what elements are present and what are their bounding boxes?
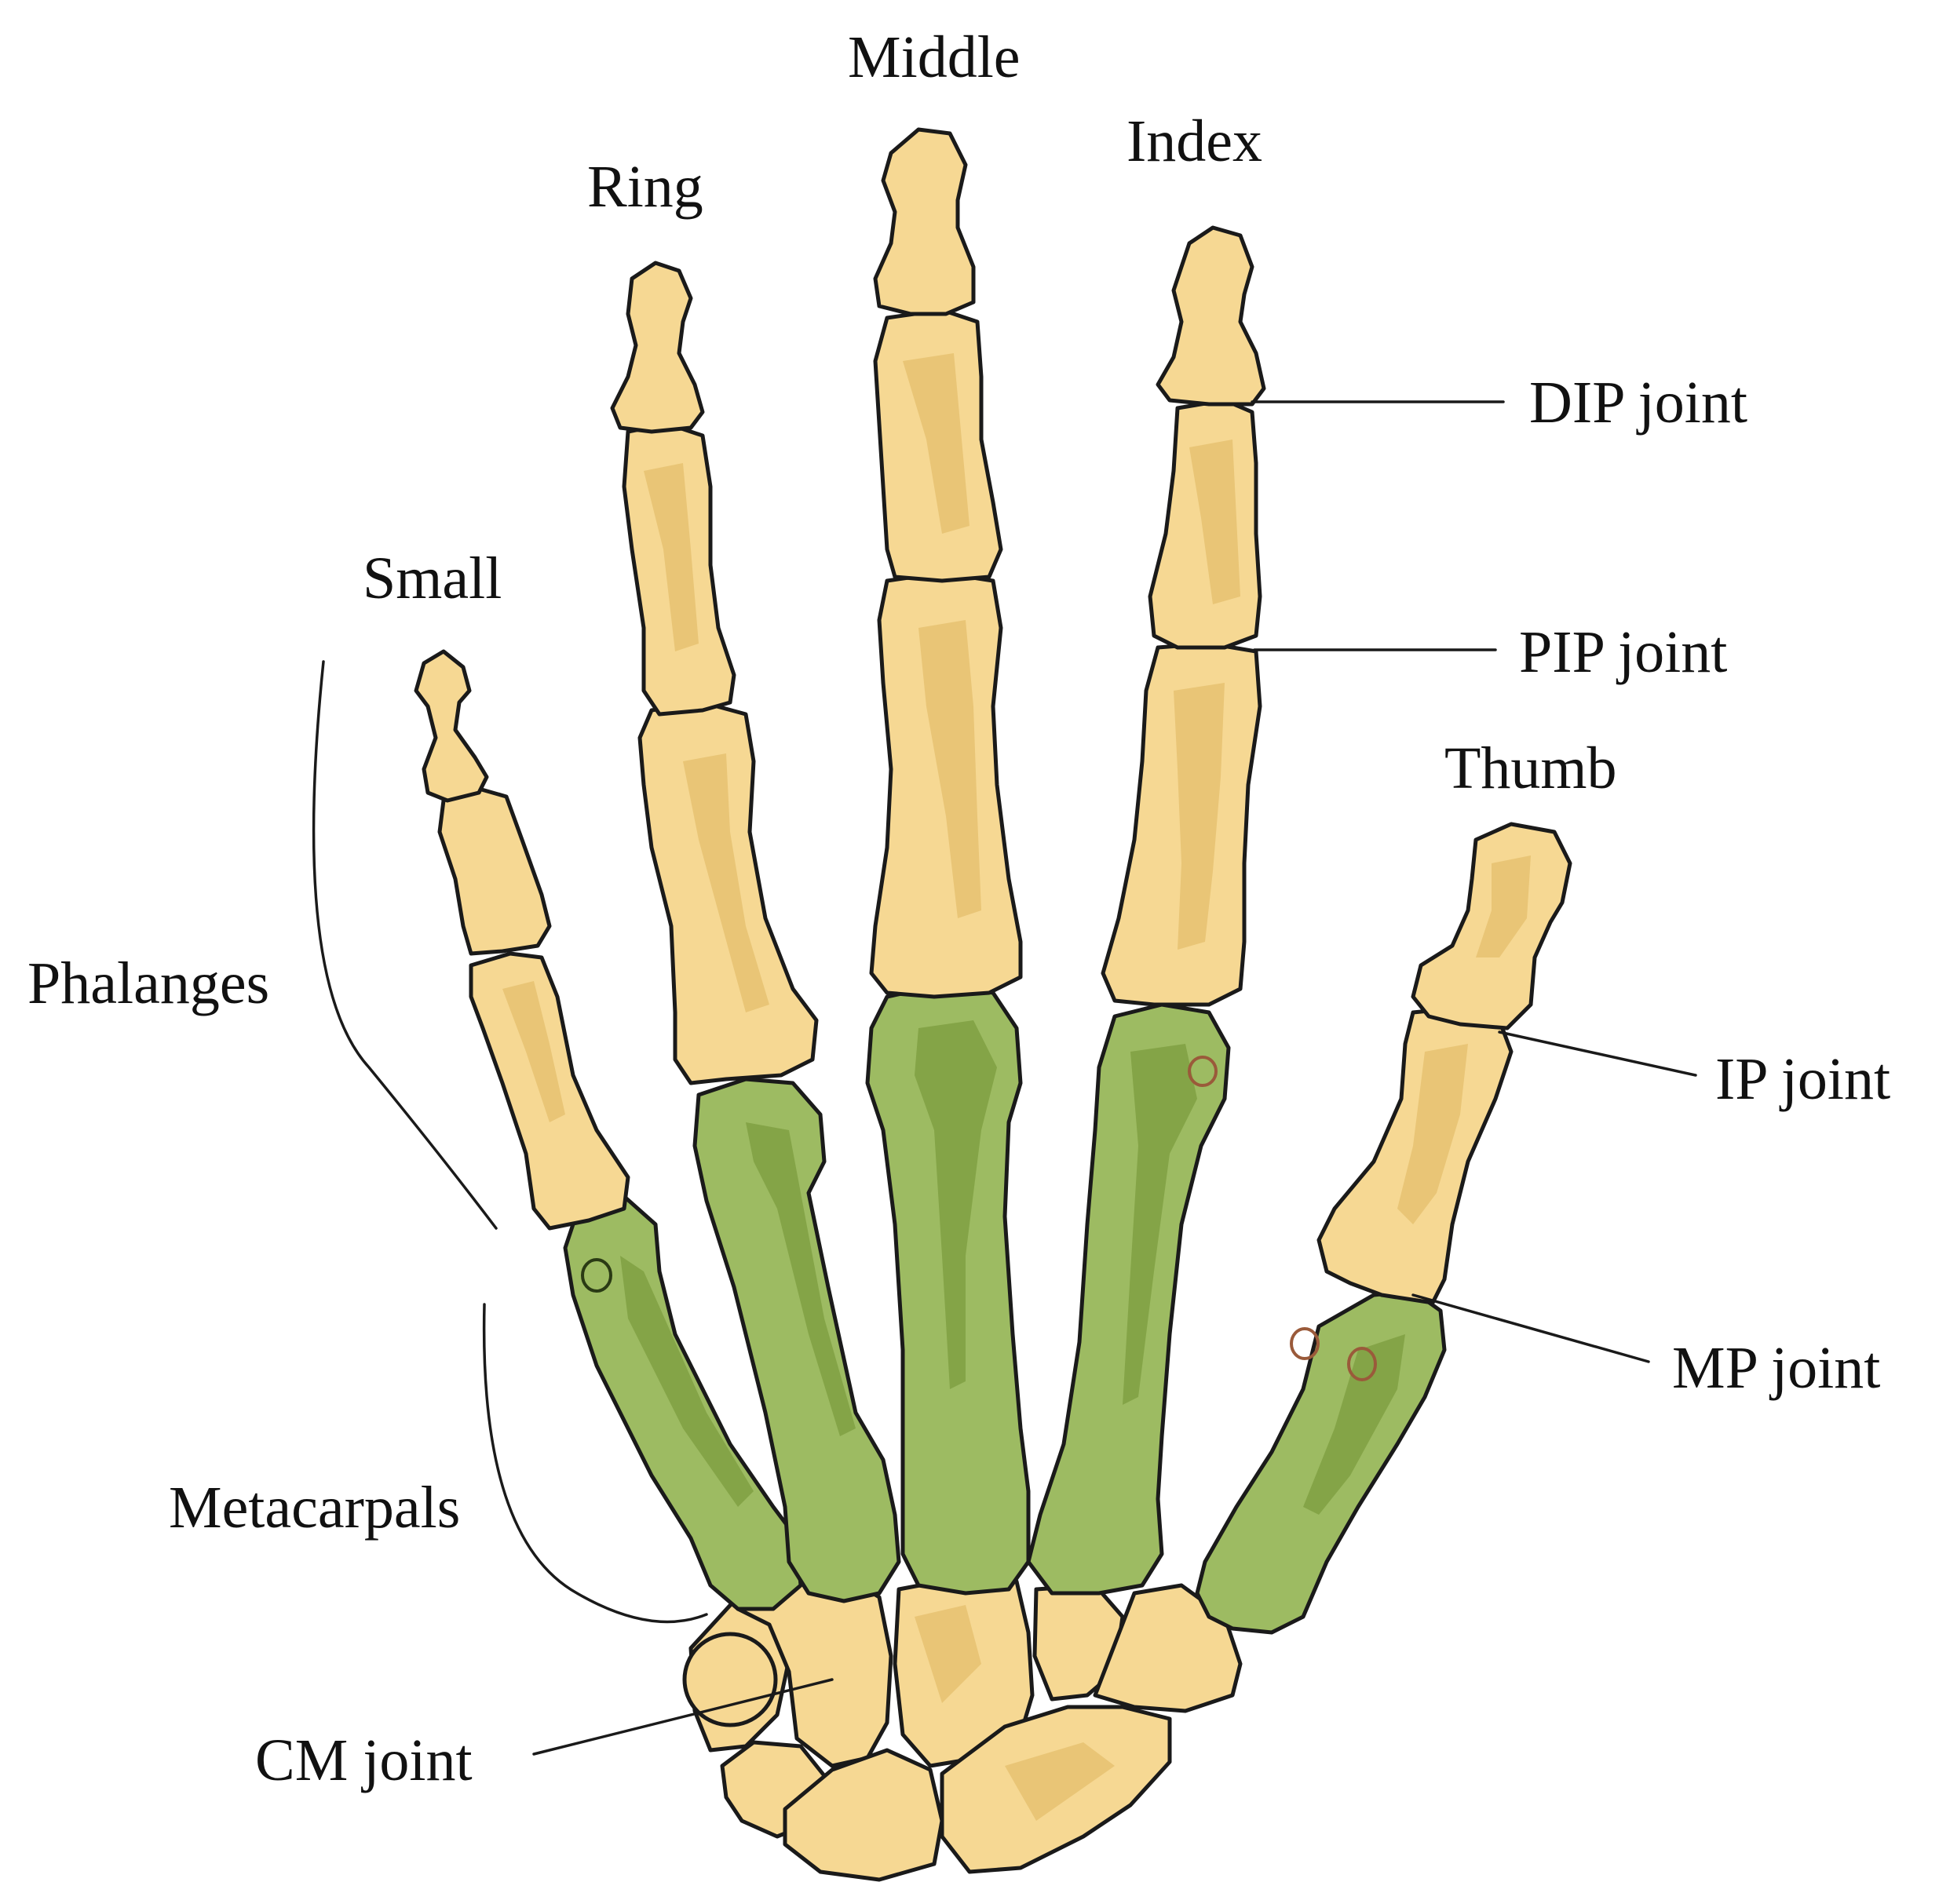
mp-joint-leader [1411,1293,1650,1363]
metacarpal-index-foramen [1188,1056,1218,1087]
label-small: Small [363,545,502,611]
metacarpal-bones [563,983,1447,1635]
label-dip-joint: DIP joint [1529,370,1747,436]
label-index: Index [1127,108,1262,174]
metacarpal-ring [692,1077,901,1603]
metacarpal-thumb-foramen-2 [1347,1347,1377,1381]
label-ring: Ring [587,154,703,220]
phalanges-small [414,649,630,1231]
leader-lines [312,400,1697,1756]
metacarpal-index [1026,1002,1231,1596]
metacarpals-bracket [482,1303,708,1624]
carpal-lunate [783,1748,944,1882]
label-pip-joint: PIP joint [1519,619,1727,685]
metacarpal-small-foramen [581,1258,612,1293]
label-cm-joint: CM joint [255,1727,473,1793]
middle-distal-phalanx [873,127,976,316]
label-metacarpals: Metacarpals [169,1475,460,1541]
metacarpal-thumb [1195,1289,1447,1635]
phalanges-middle [869,127,1023,999]
phalanges-index [1101,225,1266,1007]
label-middle: Middle [848,24,1021,90]
label-thumb: Thumb [1444,735,1617,801]
index-distal-phalanx [1156,225,1266,407]
label-mp-joint: MP joint [1672,1335,1880,1401]
ip-joint-leader [1498,1030,1697,1077]
label-phalanges: Phalanges [27,950,269,1016]
ring-distal-phalanx [610,261,705,434]
phalanges-bracket [312,660,498,1230]
metacarpal-thumb-foramen-1 [1290,1327,1320,1360]
label-ip-joint: IP joint [1715,1046,1890,1112]
phalanges-thumb [1316,822,1572,1305]
carpal-hamate-hook [682,1632,778,1727]
labels: Middle Index Ring Small Thumb DIP joint … [27,24,1890,1793]
phalanges-ring [610,261,819,1085]
small-distal-phalanx [414,649,489,803]
cm-joint-leader [532,1678,834,1756]
small-middle-phalanx [437,786,552,956]
carpal-bones [682,1571,1243,1882]
